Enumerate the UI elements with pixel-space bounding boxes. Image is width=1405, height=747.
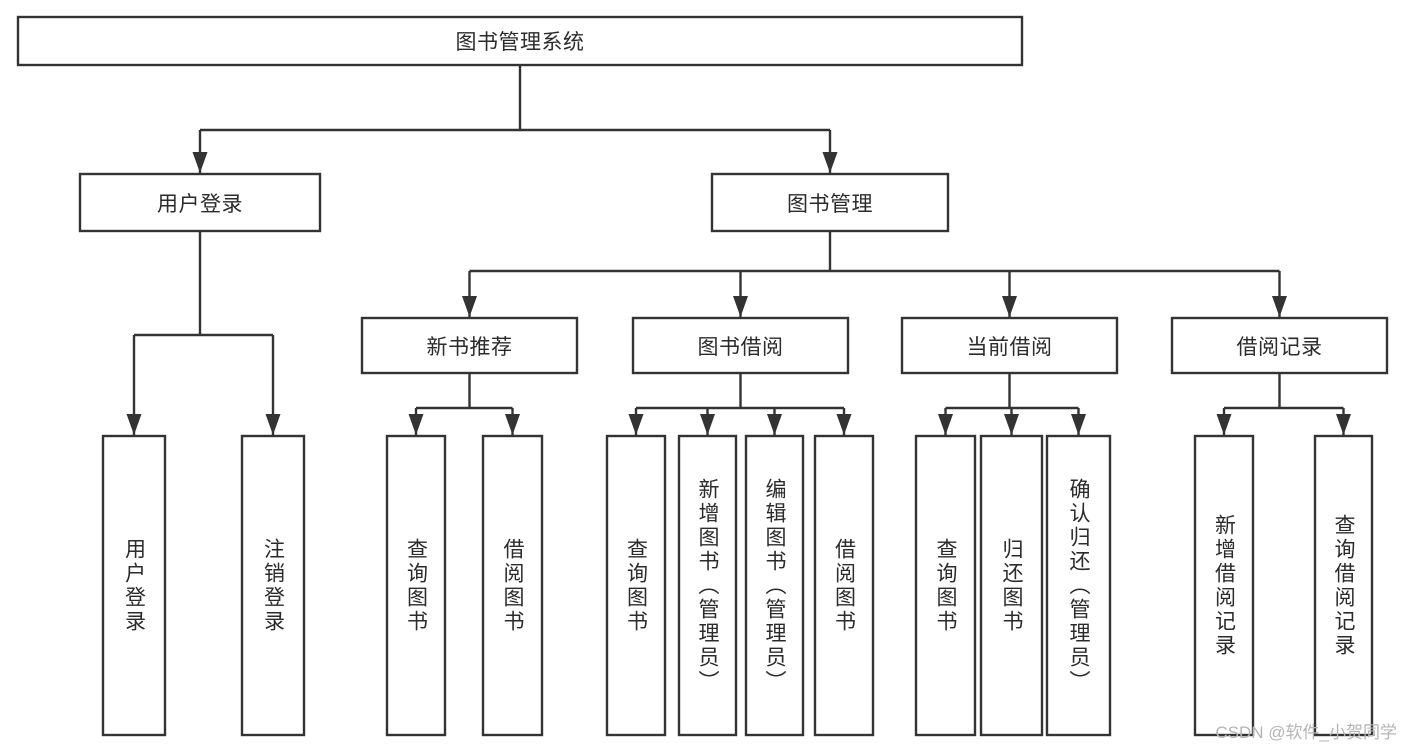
connector-layer bbox=[126, 65, 1351, 435]
node-box-l1-book-manage[interactable] bbox=[710, 172, 950, 233]
node-box-l3-add-book[interactable] bbox=[677, 434, 738, 737]
node-box-l3-query-book-a[interactable] bbox=[385, 434, 447, 737]
arrow-head-icon bbox=[836, 414, 852, 435]
arrow-head-icon bbox=[1004, 414, 1019, 435]
arrow-head-icon bbox=[265, 414, 281, 435]
arrow-head-icon bbox=[505, 414, 520, 435]
node-box-l3-borrow-book-b[interactable] bbox=[813, 434, 875, 737]
node-box-l2-borrow-record[interactable] bbox=[1170, 316, 1389, 375]
node-box-l2-new-book-rec[interactable] bbox=[360, 316, 579, 375]
arrow-head-icon bbox=[126, 414, 142, 435]
node-box-l3-return-book[interactable] bbox=[979, 434, 1044, 737]
node-box-l2-book-borrow[interactable] bbox=[631, 316, 850, 375]
arrow-head-icon bbox=[700, 414, 715, 435]
node-box-root[interactable] bbox=[16, 15, 1024, 67]
node-box-l3-user-logout[interactable] bbox=[240, 434, 306, 737]
arrow-head-icon bbox=[628, 414, 644, 435]
arrow-head-icon bbox=[192, 152, 208, 173]
node-box-layer bbox=[16, 15, 1389, 737]
arrow-head-icon bbox=[733, 296, 748, 317]
node-box-l2-current-borrow[interactable] bbox=[900, 316, 1119, 375]
arrow-head-icon bbox=[1272, 296, 1287, 317]
arrow-head-icon bbox=[938, 414, 953, 435]
arrow-head-icon bbox=[1216, 414, 1232, 435]
arrow-head-icon bbox=[1002, 296, 1017, 317]
node-box-l3-edit-book[interactable] bbox=[744, 434, 805, 737]
node-box-l3-user-login[interactable] bbox=[101, 434, 167, 737]
arrow-head-icon bbox=[408, 414, 424, 435]
node-box-l1-user-login[interactable] bbox=[78, 172, 322, 233]
node-box-l3-query-record[interactable] bbox=[1313, 434, 1374, 737]
arrow-head-icon bbox=[462, 296, 477, 317]
arrow-head-icon bbox=[767, 414, 782, 435]
node-box-l3-confirm-return[interactable] bbox=[1045, 434, 1112, 737]
arrow-head-icon bbox=[1336, 414, 1351, 435]
node-box-l3-add-record[interactable] bbox=[1193, 434, 1255, 737]
node-box-l3-query-book-c[interactable] bbox=[914, 434, 977, 737]
node-box-l3-query-book-b[interactable] bbox=[605, 434, 667, 737]
arrow-head-icon bbox=[822, 152, 838, 173]
node-box-l3-borrow-book-a[interactable] bbox=[481, 434, 544, 737]
arrow-head-icon bbox=[1071, 414, 1086, 435]
